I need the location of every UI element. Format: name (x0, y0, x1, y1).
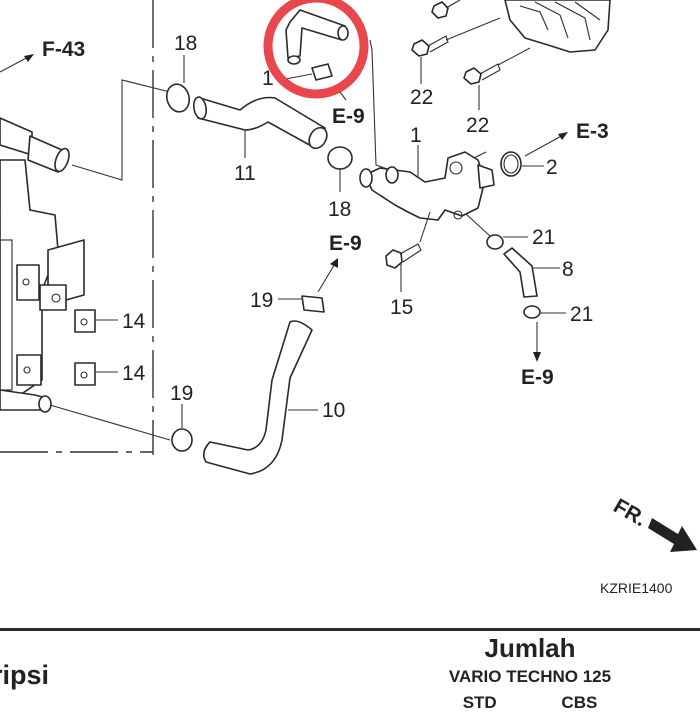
part-1-housing: 1 (359, 124, 495, 221)
model-label: VARIO TECHNO 125 (448, 667, 612, 686)
svg-text:2: 2 (546, 156, 558, 179)
e9-mid-reference: E-9 (317, 232, 362, 293)
part-18-clamp-mid: 18 (327, 146, 353, 221)
parts-diagram: F-43 14 14 18 (0, 0, 697, 596)
svg-text:1: 1 (410, 124, 422, 147)
e3-reference: E-3 (524, 120, 609, 157)
svg-text:F-43: F-43 (42, 38, 85, 61)
e9-right-reference: E-9 (521, 322, 554, 389)
part-14-clip-lower: 14 (74, 362, 146, 386)
water-pump-cover (504, 0, 611, 53)
front-arrow-icon (648, 518, 697, 552)
svg-text:8: 8 (562, 258, 574, 281)
svg-text:19: 19 (250, 289, 273, 312)
svg-text:14: 14 (122, 310, 146, 333)
highlighted-bypass-hose: 1 (262, 0, 369, 99)
part-22-bolt-c: 22 (463, 47, 531, 137)
svg-text:E-9: E-9 (332, 105, 365, 128)
svg-text:10: 10 (322, 399, 345, 422)
svg-text:15: 15 (390, 296, 413, 319)
table-header-rule (0, 628, 700, 631)
part-22-bolt-a (431, 0, 461, 19)
svg-text:E-9: E-9 (329, 232, 362, 255)
quantity-column-header: Jumlah VARIO TECHNO 125 STD CBS (390, 632, 670, 716)
svg-text:22: 22 (410, 86, 433, 109)
svg-text:14: 14 (122, 362, 146, 385)
part-21-clamp-lower: 21 (523, 303, 593, 326)
quantity-label: Jumlah (484, 633, 576, 663)
svg-text:FR.: FR. (610, 494, 651, 531)
description-column-header: ripsi (0, 660, 50, 690)
leader-to-housing (369, 39, 391, 171)
radiator-assembly (0, 117, 85, 413)
leader-radiator-upper (71, 79, 171, 181)
part-10-hose: 10 (202, 320, 345, 475)
part-2-o-ring: 2 (500, 151, 558, 179)
part-8-hose: 8 (503, 247, 574, 298)
drawing-code: KZRIE1400 (600, 580, 673, 596)
part-11-hose: 11 (192, 96, 328, 185)
e9-top-reference: E-9 (332, 91, 365, 128)
part-21-clamp-upper: 21 (465, 213, 555, 250)
f43-reference: F-43 (0, 38, 85, 73)
variant-labels: STD CBS (462, 693, 598, 712)
part-18-clamp-upper: 18 (165, 32, 197, 113)
svg-text:11: 11 (234, 162, 256, 185)
red-highlight-circle (263, 0, 369, 99)
svg-text:18: 18 (174, 32, 197, 55)
part-15-bolt: 15 (385, 211, 431, 319)
part-22-bolt-b: 22 (410, 17, 501, 109)
svg-text:19: 19 (170, 382, 193, 405)
part-19-clamp-upper: 19 (250, 289, 325, 313)
svg-text:18: 18 (328, 198, 351, 221)
part-14-clip-upper: 14 (74, 309, 146, 333)
svg-text:E-3: E-3 (576, 120, 609, 143)
svg-text:22: 22 (466, 114, 489, 137)
svg-text:21: 21 (570, 303, 593, 326)
svg-text:21: 21 (532, 226, 555, 249)
svg-text:1: 1 (262, 67, 274, 90)
part-19-clamp-lower: 19 (49, 382, 193, 452)
svg-text:E-9: E-9 (521, 366, 554, 389)
front-direction-indicator: FR. (610, 494, 697, 552)
